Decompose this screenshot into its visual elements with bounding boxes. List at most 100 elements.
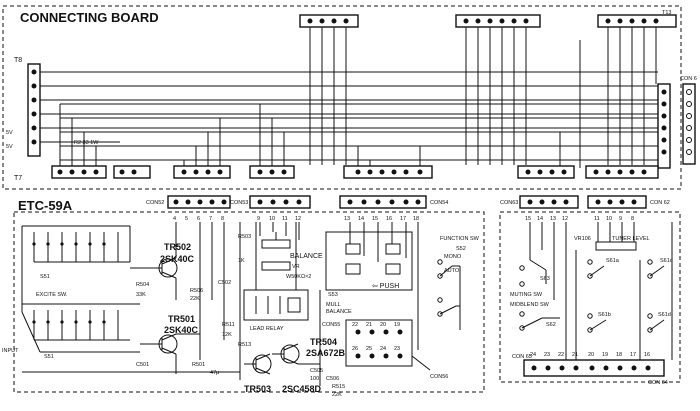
label-s52: S52 bbox=[456, 246, 466, 252]
label-con64: CON 64 bbox=[648, 380, 668, 386]
label-balance: BALANCE bbox=[290, 253, 323, 260]
con55-block bbox=[345, 319, 413, 367]
tr501-transistor bbox=[150, 333, 178, 355]
svg-text:R513: R513 bbox=[238, 342, 251, 348]
con53-pin-numbers: 9 10 11 12 bbox=[257, 216, 301, 222]
svg-text:19: 19 bbox=[602, 352, 608, 358]
s61b-switch bbox=[587, 313, 607, 333]
svg-text:24: 24 bbox=[530, 352, 536, 358]
label-tr504-part: 2SA672B bbox=[306, 348, 346, 358]
excite-switch-bank-top bbox=[21, 225, 131, 312]
label-con52: CON52 bbox=[146, 200, 164, 206]
con55-pin-numbers: 22 21 20 19 26 25 24 23 bbox=[352, 322, 400, 352]
label-s62: S62 bbox=[546, 322, 556, 328]
bus-wires bbox=[40, 71, 658, 161]
con54-connector bbox=[339, 195, 427, 209]
label-t8: T8 bbox=[14, 57, 22, 64]
bottom-connector-1 bbox=[51, 165, 107, 179]
bottom-connector-6 bbox=[517, 165, 575, 179]
label-function-sw: FUNCTION SW bbox=[440, 236, 480, 242]
balance-vr bbox=[255, 222, 297, 290]
svg-text:R511: R511 bbox=[222, 322, 235, 328]
label-push: ⇦ PUSH bbox=[372, 283, 399, 290]
svg-text:12: 12 bbox=[562, 216, 568, 222]
con52-pin-numbers: 4 5 6 7 8 bbox=[173, 216, 224, 222]
svg-text:11: 11 bbox=[594, 216, 600, 222]
svg-text:15: 15 bbox=[372, 216, 378, 222]
svg-text:14: 14 bbox=[537, 216, 543, 222]
svg-text:C502: C502 bbox=[218, 280, 231, 286]
svg-text:25: 25 bbox=[366, 346, 372, 352]
connecting-board-outline bbox=[2, 5, 682, 190]
svg-text:26: 26 bbox=[352, 346, 358, 352]
function-switch bbox=[411, 222, 461, 371]
excite-switch-bank-bottom bbox=[21, 303, 140, 353]
bottom-connector-4 bbox=[249, 165, 295, 179]
con65-connector bbox=[523, 359, 665, 377]
tuner-level-vr bbox=[595, 222, 637, 251]
label-con53: CON53 bbox=[230, 200, 248, 206]
label-con65: CON 65 bbox=[512, 354, 532, 360]
left-signal-wires bbox=[22, 222, 240, 374]
svg-text:47μ: 47μ bbox=[210, 370, 219, 376]
label-tr503: TR503 bbox=[244, 384, 271, 394]
label-r2: R2 33 1W bbox=[74, 140, 99, 146]
svg-text:8: 8 bbox=[221, 216, 224, 222]
svg-text:16: 16 bbox=[644, 352, 650, 358]
svg-text:R504: R504 bbox=[136, 282, 149, 288]
bottom-connector-5 bbox=[343, 165, 433, 179]
svg-text:23: 23 bbox=[394, 346, 400, 352]
label-con54: CON54 bbox=[430, 200, 448, 206]
svg-text:21: 21 bbox=[572, 352, 578, 358]
label-tr504: TR504 bbox=[310, 337, 337, 347]
label-tr502: TR502 bbox=[164, 242, 191, 252]
con63-pin-numbers: 15 14 13 12 bbox=[525, 216, 568, 222]
svg-text:24: 24 bbox=[380, 346, 386, 352]
svg-text:20: 20 bbox=[588, 352, 594, 358]
svg-text:22: 22 bbox=[352, 322, 358, 328]
label-mono: MONO bbox=[444, 254, 462, 260]
vertical-wires bbox=[59, 27, 657, 168]
bottom-connector-7 bbox=[585, 165, 659, 179]
svg-text:13: 13 bbox=[550, 216, 556, 222]
label-tr503-part: 2SC458D bbox=[282, 384, 322, 394]
svg-text:R501: R501 bbox=[192, 362, 205, 368]
top-connector-right bbox=[597, 14, 677, 28]
label-tr501-part: 2SK40C bbox=[164, 325, 199, 335]
label-s61c: S61c bbox=[660, 258, 673, 264]
svg-text:20: 20 bbox=[380, 322, 386, 328]
svg-text:C501: C501 bbox=[136, 362, 149, 368]
svg-text:22K: 22K bbox=[332, 392, 342, 398]
svg-text:100: 100 bbox=[310, 376, 319, 382]
svg-text:9: 9 bbox=[619, 216, 622, 222]
svg-text:18: 18 bbox=[616, 352, 622, 358]
con63-connector bbox=[519, 195, 579, 209]
label-vr: VR bbox=[292, 264, 300, 270]
label-muting-sw: MUTING SW bbox=[510, 292, 543, 298]
svg-text:C505: C505 bbox=[310, 368, 323, 374]
middle-component-labels: R503 R513 C505 100 C506 R515 22K 1K bbox=[238, 234, 345, 398]
label-con55: CON55 bbox=[322, 322, 340, 328]
top-connector-middle bbox=[455, 14, 541, 28]
svg-text:R515: R515 bbox=[332, 384, 345, 390]
label-tuner-level: TUNER LEVEL bbox=[612, 236, 650, 242]
svg-text:6: 6 bbox=[197, 216, 200, 222]
label-vr-value: W50KΩ×2 bbox=[286, 274, 311, 280]
svg-text:16: 16 bbox=[386, 216, 392, 222]
s61d-switch bbox=[647, 313, 665, 333]
right-section-wires bbox=[541, 222, 673, 360]
svg-text:10: 10 bbox=[269, 216, 275, 222]
label-con63: CON63 bbox=[500, 200, 518, 206]
top-connector-left bbox=[299, 14, 359, 28]
svg-text:12: 12 bbox=[295, 216, 301, 222]
tr504-transistor bbox=[272, 343, 300, 365]
con62-connector bbox=[587, 195, 647, 209]
label-s61d: S61d bbox=[658, 312, 671, 318]
label-vr106: VR106 bbox=[574, 236, 591, 242]
bottom-connector-3 bbox=[173, 165, 231, 179]
svg-text:23: 23 bbox=[544, 352, 550, 358]
tr502-transistor bbox=[150, 257, 178, 279]
svg-text:19: 19 bbox=[394, 322, 400, 328]
label-tr502-part: 2SK40C bbox=[160, 254, 195, 264]
s63-switch bbox=[519, 222, 547, 287]
